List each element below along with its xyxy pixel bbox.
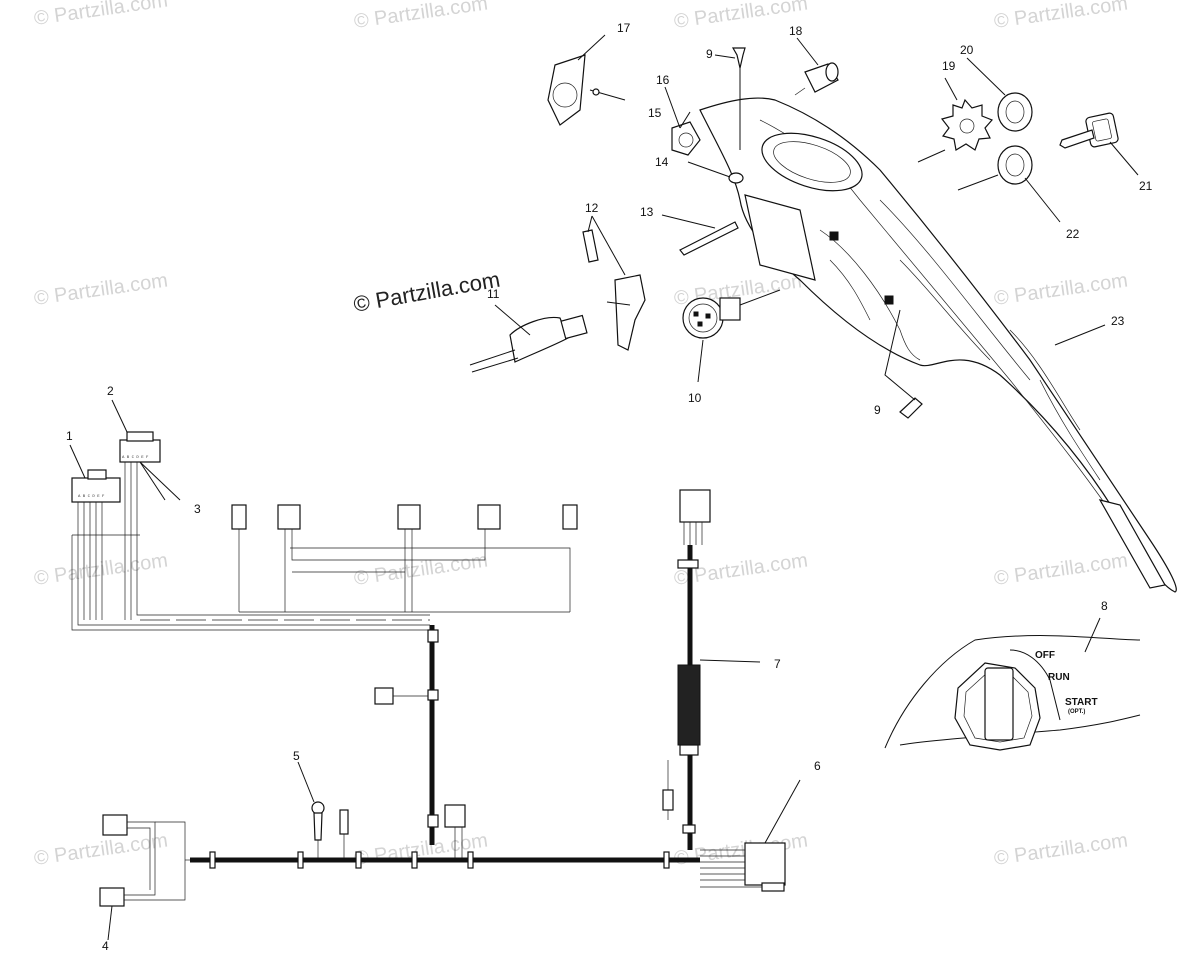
connector-2-pins: A B C D E F — [122, 456, 149, 460]
callout-22: 22 — [1066, 227, 1080, 241]
callout-9-top: 9 — [706, 47, 713, 61]
watermark: © Partzilla.com — [33, 269, 170, 310]
wiring-harness: A B C D E F A B C D E F — [69, 399, 801, 941]
watermark: © Partzilla.com — [353, 0, 490, 33]
watermark: © Partzilla.com — [993, 549, 1130, 590]
watermark: © Partzilla.com — [33, 829, 170, 870]
switch-run-label: RUN — [1048, 672, 1070, 683]
callout-6: 6 — [814, 759, 821, 773]
callout-18: 18 — [789, 24, 803, 38]
callout-4: 4 — [102, 939, 109, 953]
callout-9-bottom: 9 — [874, 403, 881, 417]
console-part-23 — [699, 97, 1177, 593]
callout-14: 14 — [655, 155, 669, 169]
hardware-parts — [469, 47, 1119, 419]
callout-23: 23 — [1111, 314, 1125, 328]
switch-opt-label: (OPT.) — [1068, 709, 1085, 715]
callout-21: 21 — [1139, 179, 1153, 193]
callout-10: 10 — [688, 391, 702, 405]
callout-20: 20 — [960, 43, 974, 57]
callout-labels: 1 2 3 4 5 6 7 8 9 9 10 11 12 13 14 15 16… — [66, 21, 1153, 953]
callout-17: 17 — [617, 21, 631, 35]
watermark: © Partzilla.com — [33, 0, 170, 30]
watermark: © Partzilla.com — [993, 829, 1130, 870]
callout-7: 7 — [774, 657, 781, 671]
callout-11: 11 — [487, 287, 500, 301]
callout-3: 3 — [194, 502, 201, 516]
callout-2: 2 — [107, 384, 114, 398]
connector-1-pins: A B C D E F — [78, 495, 105, 499]
switch-off-label: OFF — [1035, 650, 1055, 661]
watermark: © Partzilla.com — [993, 269, 1130, 310]
leader-lines-upper — [494, 34, 1139, 383]
callout-5: 5 — [293, 749, 300, 763]
watermark: © Partzilla.com — [673, 549, 810, 590]
watermark: © Partzilla.com — [993, 0, 1130, 33]
callout-13: 13 — [640, 205, 654, 219]
watermark: © Partzilla.com — [33, 549, 170, 590]
callout-12: 12 — [585, 201, 599, 215]
ignition-switch-detail: OFF RUN START (OPT.) — [884, 617, 1141, 751]
callout-16: 16 — [656, 73, 670, 87]
switch-start-label: START — [1065, 697, 1098, 708]
callout-1: 1 — [66, 429, 73, 443]
watermark-main: © Partzilla.com — [352, 267, 502, 317]
callout-19: 19 — [942, 59, 956, 73]
callout-8: 8 — [1101, 599, 1108, 613]
watermark: © Partzilla.com — [353, 549, 490, 590]
callout-15: 15 — [648, 106, 662, 120]
